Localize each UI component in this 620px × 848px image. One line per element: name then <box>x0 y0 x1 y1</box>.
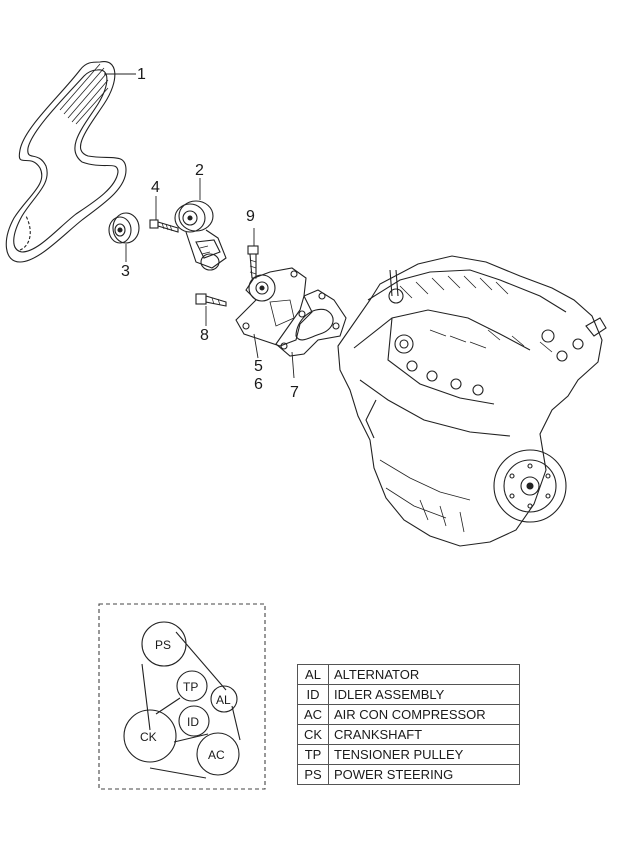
pulley-ck <box>123 709 177 763</box>
legend-code: AL <box>297 664 329 685</box>
callout-2: 2 <box>195 162 204 179</box>
callout-1: 1 <box>137 66 146 83</box>
legend-row: ID IDLER ASSEMBLY <box>297 684 520 705</box>
legend-row: CK CRANKSHAFT <box>297 724 520 745</box>
idler-pulley <box>108 212 140 244</box>
legend-description: IDLER ASSEMBLY <box>328 684 520 705</box>
legend-description: TENSIONER PULLEY <box>328 744 520 765</box>
pulley-label-ps: PS <box>155 638 172 652</box>
legend-code: PS <box>297 764 329 785</box>
callout-9: 9 <box>246 208 255 225</box>
legend-row: TP TENSIONER PULLEY <box>297 744 520 765</box>
legend-table: AL ALTERNATOR ID IDLER ASSEMBLY AC AIR C… <box>297 664 520 785</box>
tensioner-assembly <box>174 200 227 271</box>
legend-code: CK <box>297 724 329 745</box>
legend-description: AIR CON COMPRESSOR <box>328 704 520 725</box>
legend-code: TP <box>297 744 329 765</box>
bolt-8 <box>195 293 227 307</box>
legend-code: AC <box>297 704 329 725</box>
legend-code: ID <box>297 684 329 705</box>
callout-7: 7 <box>290 384 299 401</box>
legend-row: AC AIR CON COMPRESSOR <box>297 704 520 725</box>
legend-row: AL ALTERNATOR <box>297 664 520 685</box>
pump-gasket <box>275 289 347 357</box>
pulley-id <box>178 705 210 737</box>
drive-belt <box>5 61 127 263</box>
legend-description: ALTERNATOR <box>328 664 520 685</box>
pulley-label-ck: CK <box>140 730 157 744</box>
belt-routing-inset <box>98 603 266 790</box>
pulley-ac <box>196 732 240 776</box>
callout-5: 5 <box>254 358 263 375</box>
pulley-label-id: ID <box>187 715 199 729</box>
pulley-label-al: AL <box>216 693 231 707</box>
engine-block <box>337 255 607 547</box>
pulley-label-tp: TP <box>183 680 199 694</box>
pulley-al <box>210 685 238 713</box>
pulley-label-ac: AC <box>208 748 225 762</box>
legend-description: CRANKSHAFT <box>328 724 520 745</box>
bolt-9 <box>247 245 259 279</box>
leader-lines <box>104 73 295 379</box>
pulley-tp <box>176 670 208 702</box>
bolt-4 <box>149 219 179 233</box>
callout-4: 4 <box>151 179 160 196</box>
callout-3: 3 <box>121 263 130 280</box>
legend-row: PS POWER STEERING <box>297 764 520 785</box>
pulley-ps <box>141 621 187 667</box>
legend-description: POWER STEERING <box>328 764 520 785</box>
callout-8: 8 <box>200 327 209 344</box>
callout-6: 6 <box>254 376 263 393</box>
